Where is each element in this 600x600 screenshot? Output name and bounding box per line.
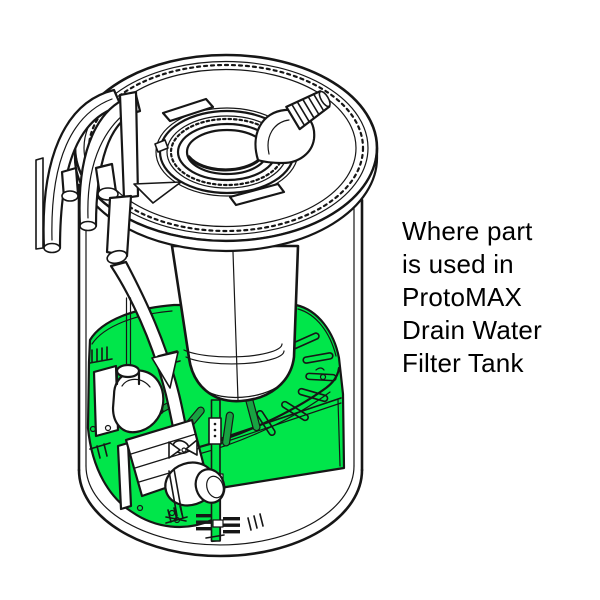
pump-inlet-rod [125,297,132,367]
filter-bag [170,244,300,403]
bracket-bars [196,514,240,534]
opening-tab [161,97,215,123]
hose-over-rim [105,194,133,258]
caption-line: Filter Tank [402,348,524,378]
tank-lid [73,53,379,253]
caption-line: ProtoMAX [402,282,523,312]
vent-marks [89,346,264,531]
strip-nut [212,519,224,528]
opening-tab [154,139,169,153]
opening-tab [228,182,286,207]
drain-hoses [35,88,182,265]
tube-bracket [151,351,179,389]
caption-line: Where part [402,216,533,246]
pump-front-strap [165,468,187,522]
divider-wall-highlighted [215,397,342,467]
hose-clamp [168,439,198,459]
tank-body [77,183,364,558]
pump-assembly [92,363,226,524]
screw-mark [315,367,327,381]
caption-text: Where part is used in ProtoMAX Drain Wat… [402,215,572,380]
lid-hose-guide [133,181,182,204]
hose-over-lid [118,90,140,200]
hose-barb-fitting [254,90,331,165]
hose-coupling [106,249,128,265]
pump-strap [116,441,133,511]
caption-line: is used in [402,249,514,279]
pump-inlet [115,363,141,379]
pump-bracket-panel [92,364,120,438]
caption-line: Drain Water [402,315,542,345]
